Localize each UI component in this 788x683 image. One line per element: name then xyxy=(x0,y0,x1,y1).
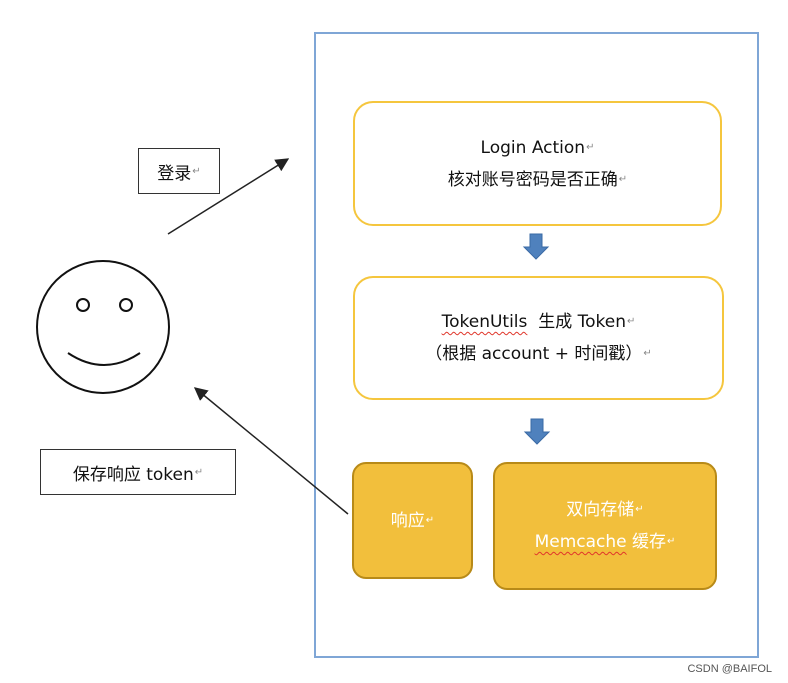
return-mark: ↵ xyxy=(626,316,636,327)
response-box: 响应↵ xyxy=(352,462,473,579)
down-arrow-icon xyxy=(523,418,551,445)
system-frame xyxy=(314,32,759,658)
storage-title: 双向存储↵ xyxy=(566,500,644,520)
return-mark: ↵ xyxy=(194,466,204,478)
token-utils-title: TokenUtils 生成 Token↵ xyxy=(441,312,636,332)
save-token-label-box: 保存响应 token↵ xyxy=(40,449,236,495)
login-action-desc: 核对账号密码是否正确↵ xyxy=(447,169,628,190)
return-mark: ↵ xyxy=(643,348,652,359)
token-utils-box: TokenUtils 生成 Token↵ （根据 account + 时间戳）↵ xyxy=(353,276,724,400)
storage-box: 双向存储↵ Memcache 缓存↵ xyxy=(493,462,717,590)
login-label: 登录 xyxy=(157,163,192,184)
return-mark: ↵ xyxy=(192,165,201,177)
login-action-box: Login Action↵ 核对账号密码是否正确↵ xyxy=(353,101,722,226)
login-action-title: Login Action↵ xyxy=(480,137,595,158)
return-mark: ↵ xyxy=(635,504,644,515)
response-label: 响应 xyxy=(390,510,425,531)
down-arrow-icon xyxy=(522,233,550,260)
response-arrow xyxy=(193,387,349,515)
return-mark: ↵ xyxy=(667,536,676,547)
memcache-word: Memcache xyxy=(534,532,627,552)
save-token-label: 保存响应 token xyxy=(72,464,194,485)
watermark: CSDN @BAIFOL xyxy=(687,663,772,675)
return-mark: ↵ xyxy=(618,173,628,185)
smiley-face-icon xyxy=(36,260,170,394)
return-mark: ↵ xyxy=(586,141,595,153)
storage-desc: Memcache 缓存↵ xyxy=(534,532,676,552)
token-utils-desc: （根据 account + 时间戳）↵ xyxy=(425,344,652,364)
token-utils-word: TokenUtils xyxy=(441,312,528,332)
return-mark: ↵ xyxy=(425,514,435,526)
login-arrow xyxy=(167,158,290,235)
login-label-box: 登录↵ xyxy=(138,148,220,194)
